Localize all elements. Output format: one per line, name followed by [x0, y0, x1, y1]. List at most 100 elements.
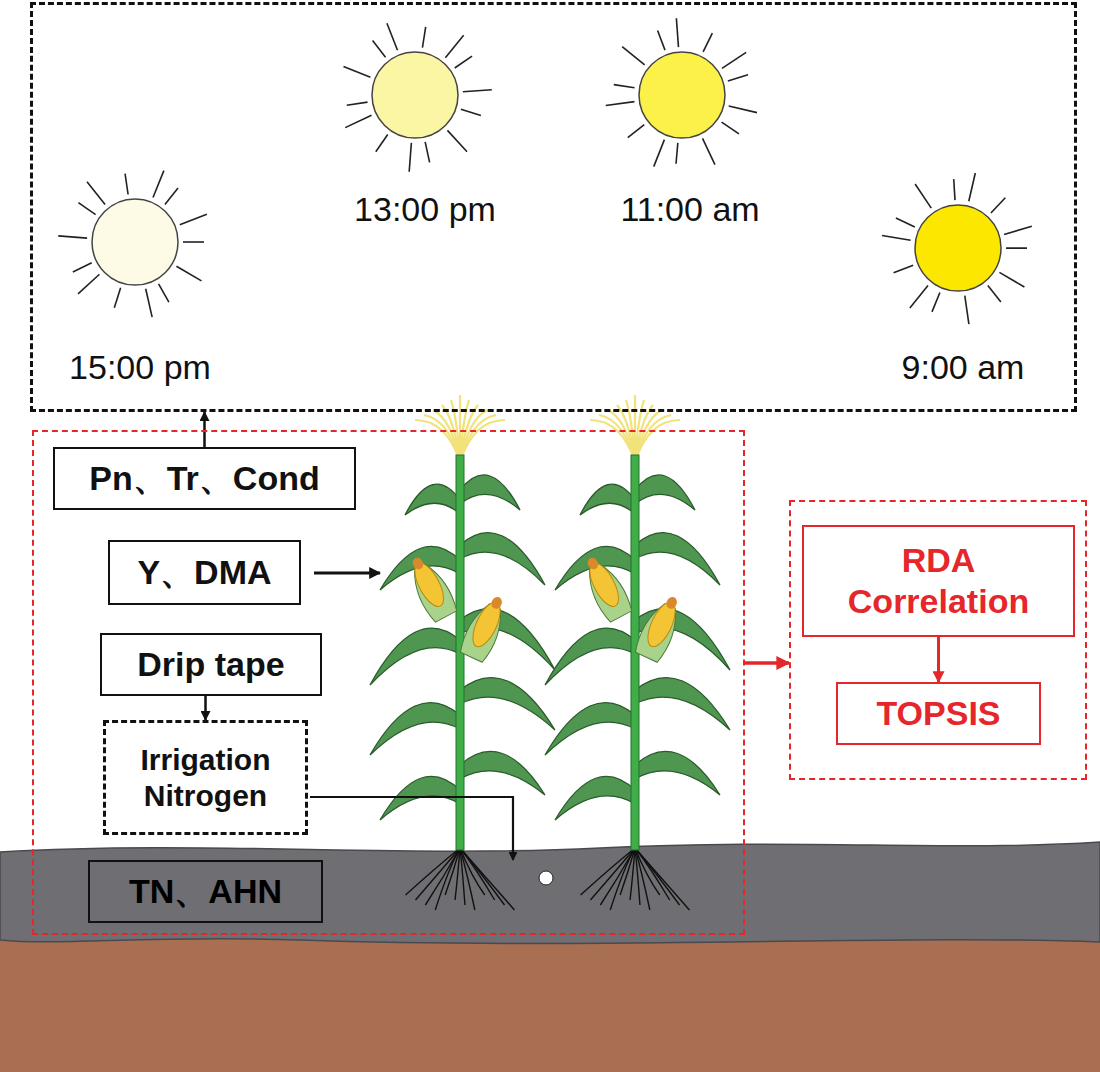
sun-ray: [425, 142, 429, 163]
leader-arrow: [314, 572, 380, 575]
box-label: RDA Correlation: [816, 540, 1061, 622]
sun-ray: [988, 286, 1001, 302]
root-line: [630, 848, 635, 900]
root-line: [435, 848, 460, 910]
sun-ray: [347, 102, 368, 105]
sun-ray: [87, 182, 105, 205]
maize-plant: [545, 395, 730, 910]
sun-ray: [447, 130, 467, 151]
sun-ray: [969, 173, 976, 201]
box-label: Y、DMA: [137, 552, 271, 593]
sun-ray: [703, 138, 715, 164]
sun-ray: [729, 106, 757, 113]
root-line: [635, 848, 689, 910]
sun-ray: [606, 102, 635, 106]
sun-ray: [654, 140, 665, 167]
sun-ray: [455, 56, 472, 68]
connector-arrow: [937, 637, 940, 682]
root-line: [610, 848, 635, 910]
leaf: [370, 703, 460, 755]
time-label: 13:00 pm: [315, 189, 535, 230]
label-slot: TN、AHN: [129, 871, 282, 912]
silk-tip: [411, 556, 425, 571]
sun-ray: [78, 203, 95, 215]
sun-ray: [461, 109, 481, 115]
measure-box: Y、DMA: [108, 540, 301, 605]
leaf: [555, 776, 635, 820]
leaf: [380, 776, 460, 820]
time-slot: 11:00 am: [580, 189, 800, 230]
silk-tip: [586, 556, 600, 571]
root-line: [415, 848, 460, 900]
box-label: TN、AHN: [129, 871, 282, 912]
sun-ray: [614, 85, 635, 88]
sun-ray: [622, 47, 645, 65]
sun-ray: [728, 75, 748, 81]
corn-ear: [402, 551, 459, 623]
leaf: [635, 751, 720, 795]
sun-ray: [409, 143, 411, 172]
leaf: [545, 628, 635, 685]
sun-ray: [676, 18, 678, 47]
sun-disc: [639, 52, 725, 138]
label-slot: Y、DMA: [137, 552, 271, 593]
sun-ray: [1006, 247, 1027, 249]
sun-ray: [343, 66, 370, 77]
sun-ray: [915, 184, 931, 208]
root-line: [460, 848, 514, 910]
sun-icon: [343, 23, 491, 171]
time-label: 9:00 am: [853, 347, 1073, 388]
field-frame: Pn、Tr、CondY、DMADrip tapeIrrigation Nitro…: [32, 430, 745, 935]
sun-ray: [165, 188, 178, 204]
sun-ray: [628, 125, 645, 138]
sun-ray: [159, 284, 169, 302]
leaf: [635, 678, 730, 730]
sun-ray: [965, 296, 969, 325]
sun-ray: [896, 218, 915, 227]
tassel-strand: [635, 420, 680, 462]
sun-icon: [882, 173, 1032, 324]
box-label: Drip tape: [137, 644, 284, 685]
leaf: [460, 533, 545, 585]
sun-ray: [73, 263, 92, 272]
root-line: [581, 848, 635, 895]
time-label: 11:00 am: [580, 189, 800, 230]
connector-arrow: [745, 661, 789, 665]
tassel-strand: [460, 420, 505, 462]
sun-ray: [345, 115, 371, 127]
sun-ray: [445, 35, 463, 57]
analysis-box: TOPSIS: [836, 682, 1041, 745]
topsoil: [0, 842, 1100, 943]
time-slot: 13:00 pm: [315, 189, 535, 230]
sun-ray: [722, 122, 739, 134]
leaf: [635, 533, 720, 585]
sun-ray: [125, 174, 128, 195]
analysis-frame: RDA CorrelationTOPSIS: [789, 500, 1087, 780]
sun-ray: [463, 90, 492, 92]
sun-ray: [58, 236, 87, 238]
soil-box: TN、AHN: [88, 860, 323, 923]
leaf: [460, 475, 520, 510]
root-line: [635, 848, 670, 900]
sun-ray: [658, 30, 665, 50]
root-line: [455, 848, 460, 900]
label-slot: RDA Correlation: [816, 540, 1061, 622]
sun-ray: [387, 23, 398, 50]
leaf: [580, 484, 635, 515]
time-slot: 9:00 am: [853, 347, 1073, 388]
sun-icon: [58, 171, 207, 317]
leaf: [545, 703, 635, 755]
label-slot: TOPSIS: [876, 693, 1000, 734]
sun-ray: [991, 198, 1005, 213]
sun-ray: [932, 292, 940, 311]
corn-ear: [633, 591, 688, 663]
sun-ray: [954, 179, 955, 200]
box-label: Pn、Tr、Cond: [89, 458, 319, 499]
sun-ray: [676, 143, 678, 164]
silk-tip: [490, 595, 504, 610]
leaf: [460, 678, 555, 730]
sun-ray: [910, 285, 928, 308]
corn-ear: [577, 551, 634, 623]
root-line: [406, 848, 460, 895]
